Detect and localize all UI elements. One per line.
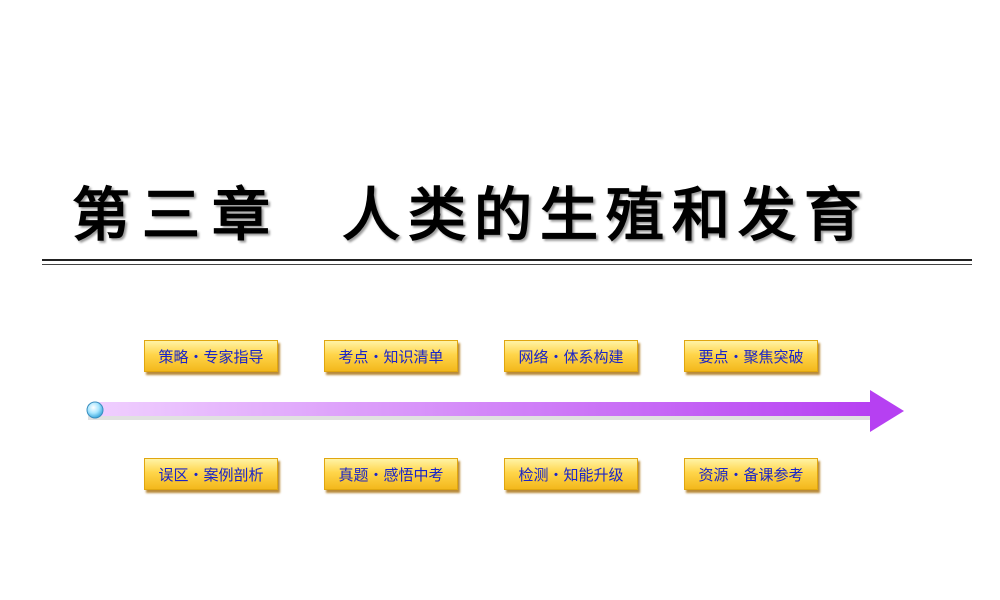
nav-button-label: 检测・知能升级 [518,465,624,484]
nav-button-label: 要点・聚焦突破 [698,347,804,366]
nav-button-resources[interactable]: 资源・备课参考 [684,458,818,490]
chapter-title: 第三章人类的生殖和发育 [72,178,952,252]
nav-button-assessment[interactable]: 检测・知能升级 [504,458,638,490]
nav-button-strategy[interactable]: 策略・专家指导 [144,340,278,372]
nav-button-label: 策略・专家指导 [158,347,264,366]
nav-button-label: 真题・感悟中考 [338,465,444,484]
chapter-name: 人类的生殖和发育 [342,181,871,249]
timeline-arrow [84,390,906,436]
nav-button-label: 网络・体系构建 [518,347,624,366]
nav-button-key-points[interactable]: 要点・聚焦突破 [684,340,818,372]
nav-button-label: 资源・备课参考 [698,465,804,484]
nav-button-framework[interactable]: 网络・体系构建 [504,340,638,372]
title-divider-thin [42,264,972,265]
title-divider-thick [42,259,972,261]
timeline-start-bead [86,401,104,419]
chapter-number: 第三章 [72,181,283,249]
nav-button-label: 误区・案例剖析 [158,465,264,484]
nav-button-label: 考点・知识清单 [338,347,444,366]
nav-button-misconceptions[interactable]: 误区・案例剖析 [144,458,278,490]
nav-button-knowledge[interactable]: 考点・知识清单 [324,340,458,372]
nav-button-exam-questions[interactable]: 真题・感悟中考 [324,458,458,490]
